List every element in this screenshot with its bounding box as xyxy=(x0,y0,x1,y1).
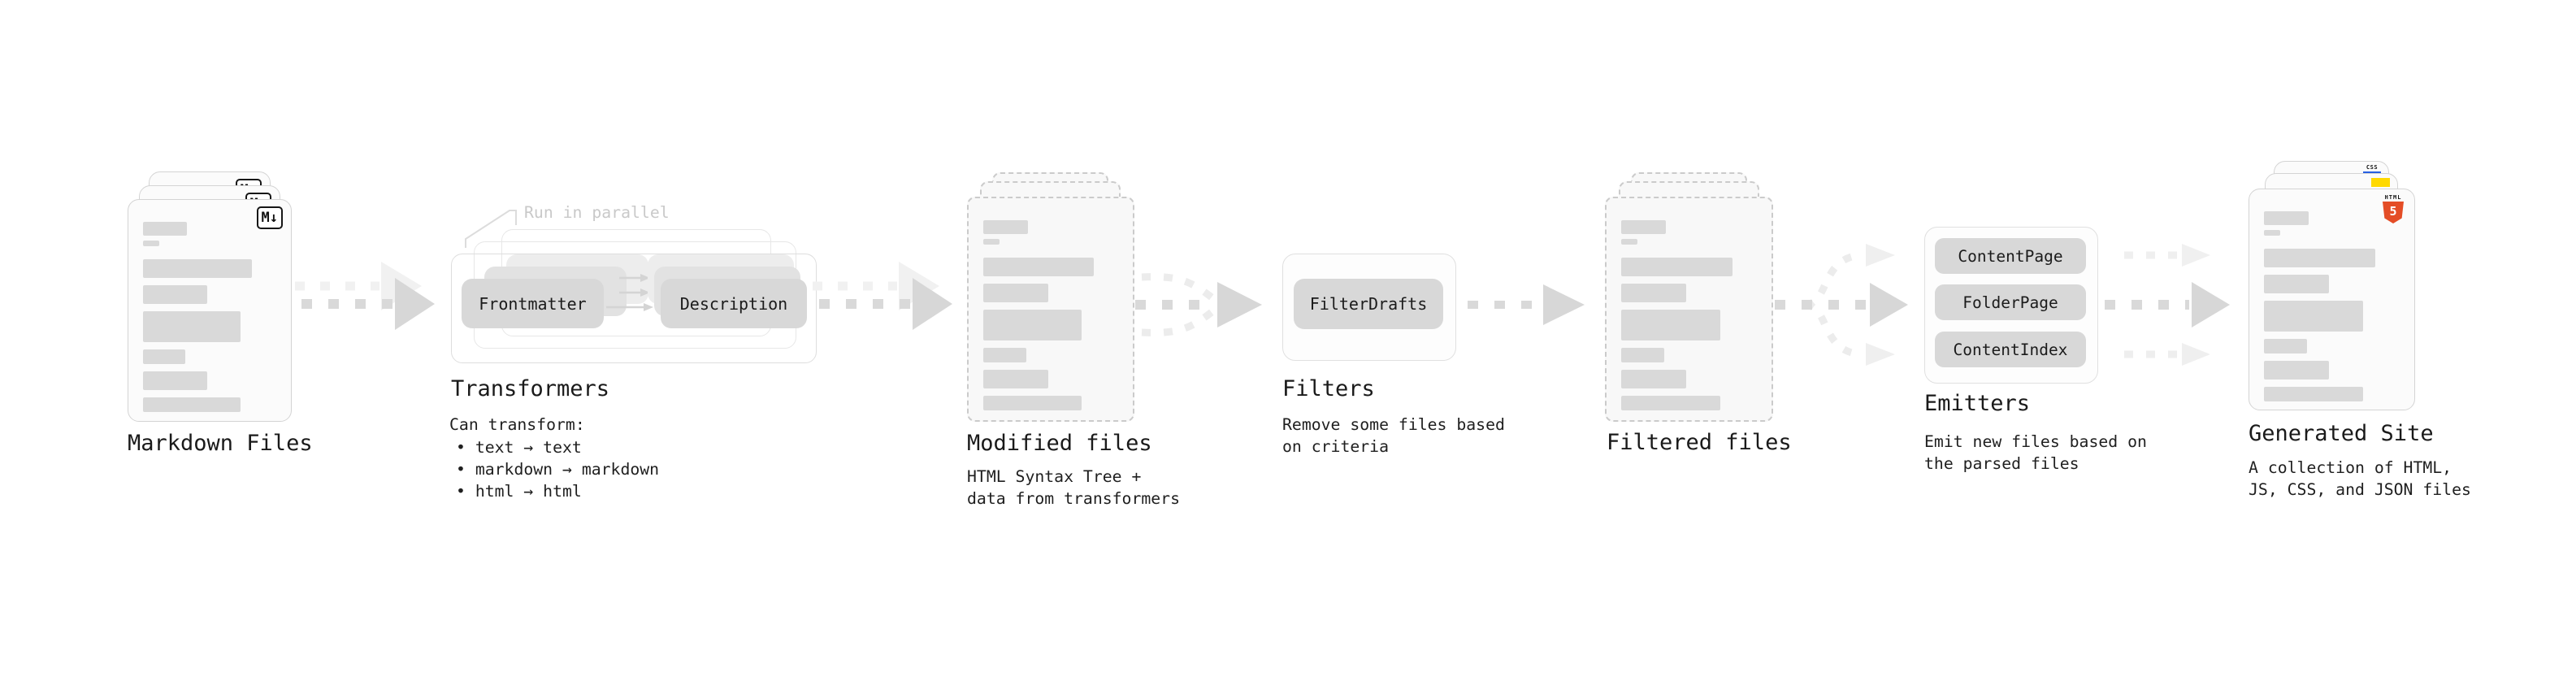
transformer-run-outline-front xyxy=(451,254,817,363)
run-in-parallel-annotation: Run in parallel xyxy=(524,203,670,222)
arrow-filters-to-filtered xyxy=(1468,284,1585,325)
skeleton-text-bar xyxy=(1621,370,1687,388)
skeleton-text-bar xyxy=(2264,249,2375,267)
document-content-skeleton xyxy=(1621,220,1757,410)
skeleton-text-bar xyxy=(983,310,1082,340)
transformer-description-pill: Description xyxy=(661,279,807,328)
skeleton-text-bar xyxy=(983,258,1095,276)
modified-files-desc: data from transformers xyxy=(967,489,1181,508)
arrow-main xyxy=(819,278,952,330)
skeleton-text-bar xyxy=(983,284,1048,302)
transformers-bullet: • html → html xyxy=(456,482,582,501)
stage-label-generated-site: Generated Site xyxy=(2249,421,2434,446)
generated-site-stack: CSS HTML 5 xyxy=(2249,161,2415,410)
skeleton-text-bar xyxy=(2264,339,2308,354)
skeleton-text-bar xyxy=(1621,239,1638,245)
skeleton-text-bar xyxy=(143,285,207,304)
parallel-arrows-icon xyxy=(606,274,653,311)
skeleton-text-bar xyxy=(2264,275,2330,293)
skeleton-text-bar xyxy=(1621,396,1720,410)
skeleton-text-bar xyxy=(983,239,1000,245)
markdown-icon: M↓ xyxy=(256,206,283,229)
skeleton-text-bar xyxy=(2264,301,2363,332)
emitters-desc: the parsed files xyxy=(1924,454,2079,473)
document-content-skeleton xyxy=(983,220,1118,410)
skeleton-text-bar xyxy=(2264,361,2330,380)
stage-label-modified-files: Modified files xyxy=(967,431,1152,456)
emitter-pill-contentindex: ContentIndex xyxy=(1935,332,2086,367)
transformers-bullet: • text → text xyxy=(456,438,582,457)
javascript-icon xyxy=(2371,178,2390,187)
emitter-pill-contentpage: ContentPage xyxy=(1935,238,2086,274)
emitter-pill-folderpage: FolderPage xyxy=(1935,284,2086,320)
skeleton-text-bar xyxy=(2264,387,2363,401)
emitters-desc: Emit new files based on xyxy=(1924,432,2147,451)
skeleton-text-bar xyxy=(983,370,1048,388)
skeleton-text-bar xyxy=(1621,310,1720,340)
document-content-skeleton xyxy=(143,222,276,412)
skeleton-text-bar xyxy=(2264,230,2281,236)
generated-site-desc: A collection of HTML, xyxy=(2249,458,2452,477)
skeleton-text-bar xyxy=(143,311,241,342)
filtered-file-card-front xyxy=(1605,197,1773,422)
skeleton-text-bar xyxy=(143,371,207,390)
transformers-desc-heading: Can transform: xyxy=(449,415,585,434)
transformer-frontmatter-pill: Frontmatter xyxy=(462,279,604,328)
skeleton-text-bar xyxy=(983,396,1082,410)
modified-files-desc: HTML Syntax Tree + xyxy=(967,467,1142,486)
stage-label-markdown-files: Markdown Files xyxy=(128,431,313,456)
skeleton-text-bar xyxy=(1621,284,1687,302)
markdown-files-stack: M↓ M↓ M↓ xyxy=(128,171,292,422)
skeleton-text-bar xyxy=(2264,211,2309,225)
generated-site-desc: JS, CSS, and JSON files xyxy=(2249,480,2471,499)
stage-label-transformers: Transformers xyxy=(451,376,610,401)
skeleton-text-bar xyxy=(143,241,159,246)
modified-files-stack xyxy=(967,172,1134,422)
markdown-file-card-front: M↓ xyxy=(128,199,292,422)
arrow-markdown-to-transformers xyxy=(295,262,435,330)
arrows-emitters-to-generated xyxy=(2105,244,2230,366)
skeleton-text-bar xyxy=(1621,220,1667,234)
modified-file-card-front xyxy=(967,197,1134,422)
html5-icon: HTML 5 xyxy=(2383,194,2404,223)
filtered-files-stack xyxy=(1605,172,1773,422)
stage-label-filtered-files: Filtered files xyxy=(1607,430,1792,455)
annotation-leader-line xyxy=(465,210,517,248)
arrow-filtered-to-emitters xyxy=(1775,244,1908,366)
document-content-skeleton xyxy=(2264,211,2400,401)
transformers-bullet: • markdown → markdown xyxy=(456,460,660,479)
arrow-modified-to-filters xyxy=(1135,273,1262,336)
skeleton-text-bar xyxy=(1621,348,1665,362)
skeleton-text-bar xyxy=(983,348,1027,362)
filters-desc: on criteria xyxy=(1282,437,1390,456)
filter-drafts-pill: FilterDrafts xyxy=(1294,279,1443,329)
arrow-transformers-to-modified xyxy=(813,262,952,330)
arrow-main xyxy=(301,278,435,330)
stage-label-emitters: Emitters xyxy=(1924,391,2031,416)
skeleton-text-bar xyxy=(143,397,241,412)
skeleton-text-bar xyxy=(143,222,188,236)
skeleton-text-bar xyxy=(1621,258,1733,276)
generated-file-card-html: HTML 5 xyxy=(2249,189,2415,410)
skeleton-text-bar xyxy=(143,259,253,278)
stage-label-filters: Filters xyxy=(1282,376,1375,401)
skeleton-text-bar xyxy=(143,349,186,364)
filters-desc: Remove some files based xyxy=(1282,415,1505,434)
skeleton-text-bar xyxy=(983,220,1028,234)
